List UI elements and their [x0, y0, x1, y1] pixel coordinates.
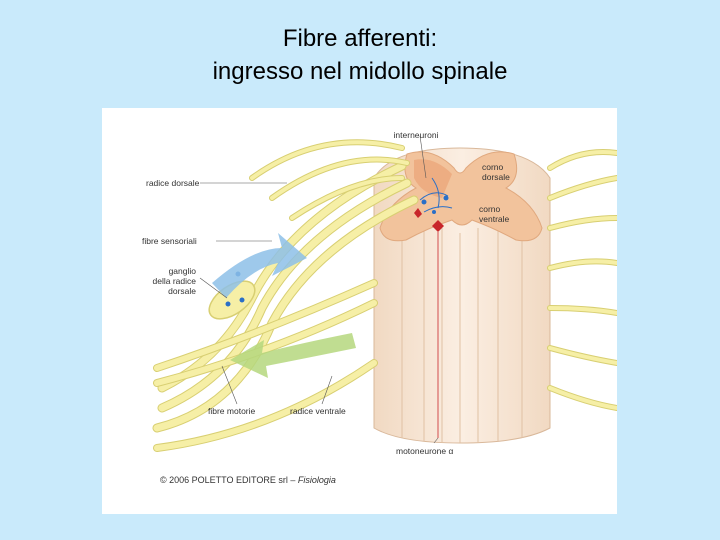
label-corno-ventrale: corno ventrale — [479, 204, 509, 224]
label-motoneurone: motoneurone α — [396, 446, 453, 456]
title-line-2: ingresso nel midollo spinale — [0, 55, 720, 88]
credit-italic: Fisiologia — [298, 475, 336, 485]
credit-text: © 2006 POLETTO EDITORE srl – — [160, 475, 298, 485]
label-ganglio: ganglio della radice dorsale — [132, 266, 196, 296]
figure-credit: © 2006 POLETTO EDITORE srl – Fisiologia — [160, 475, 336, 485]
title-line-1: Fibre afferenti: — [0, 22, 720, 55]
spinal-cord-illustration — [102, 108, 617, 514]
slide-title: Fibre afferenti: ingresso nel midollo sp… — [0, 22, 720, 88]
label-radice-ventrale: radice ventrale — [290, 406, 346, 416]
label-fibre-sensoriali: fibre sensoriali — [142, 236, 197, 246]
label-fibre-motorie: fibre motorie — [208, 406, 255, 416]
ganglion-cell-2 — [240, 298, 245, 303]
label-corno-dorsale: corno dorsale — [482, 162, 510, 182]
label-radice-dorsale: radice dorsale — [146, 178, 199, 188]
label-interneuroni: interneuroni — [381, 130, 451, 140]
ganglion-cell-1 — [226, 302, 231, 307]
spinal-cord-figure: interneuroni corno dorsale corno ventral… — [102, 108, 617, 514]
